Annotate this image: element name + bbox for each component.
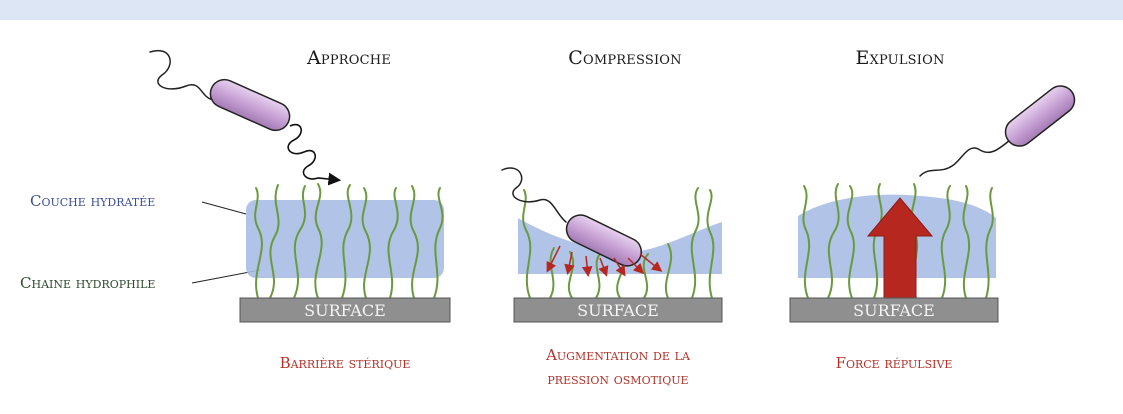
surface-label: SURFACE <box>577 301 659 320</box>
caption-approche: Barrière stérique <box>280 354 411 372</box>
panel-expulsion: SURFACE Force répulsive <box>790 80 1080 372</box>
panel-approche: SURFACE Barrière stérique <box>150 51 450 372</box>
caption-compression-line-1: Augmentation de la <box>545 346 691 364</box>
hydrated-layer-leader <box>202 202 246 214</box>
flagellum <box>920 140 1010 176</box>
caption-expulsion: Force répulsive <box>836 354 953 372</box>
approach-arrow <box>288 125 338 180</box>
panel-title-compression: Compression <box>568 47 681 69</box>
bacterium <box>1000 80 1080 151</box>
flagellum <box>502 168 566 222</box>
surface-label: SURFACE <box>304 301 386 320</box>
surface-label: SURFACE <box>853 301 935 320</box>
panel-title-expulsion: Expulsion <box>855 47 944 69</box>
panel-compression: SURFACE Augmentation de la pression osmo… <box>502 168 722 388</box>
caption-compression-line-2: pression osmotique <box>547 370 688 388</box>
flagellum <box>150 51 214 100</box>
hydrophilic-chain-label: Chaine hydrophile <box>20 274 155 292</box>
hydrated-layer-label: Couche hydratée <box>30 192 155 210</box>
panel-title-approche: Approche <box>306 47 391 69</box>
bacterium <box>206 75 294 135</box>
